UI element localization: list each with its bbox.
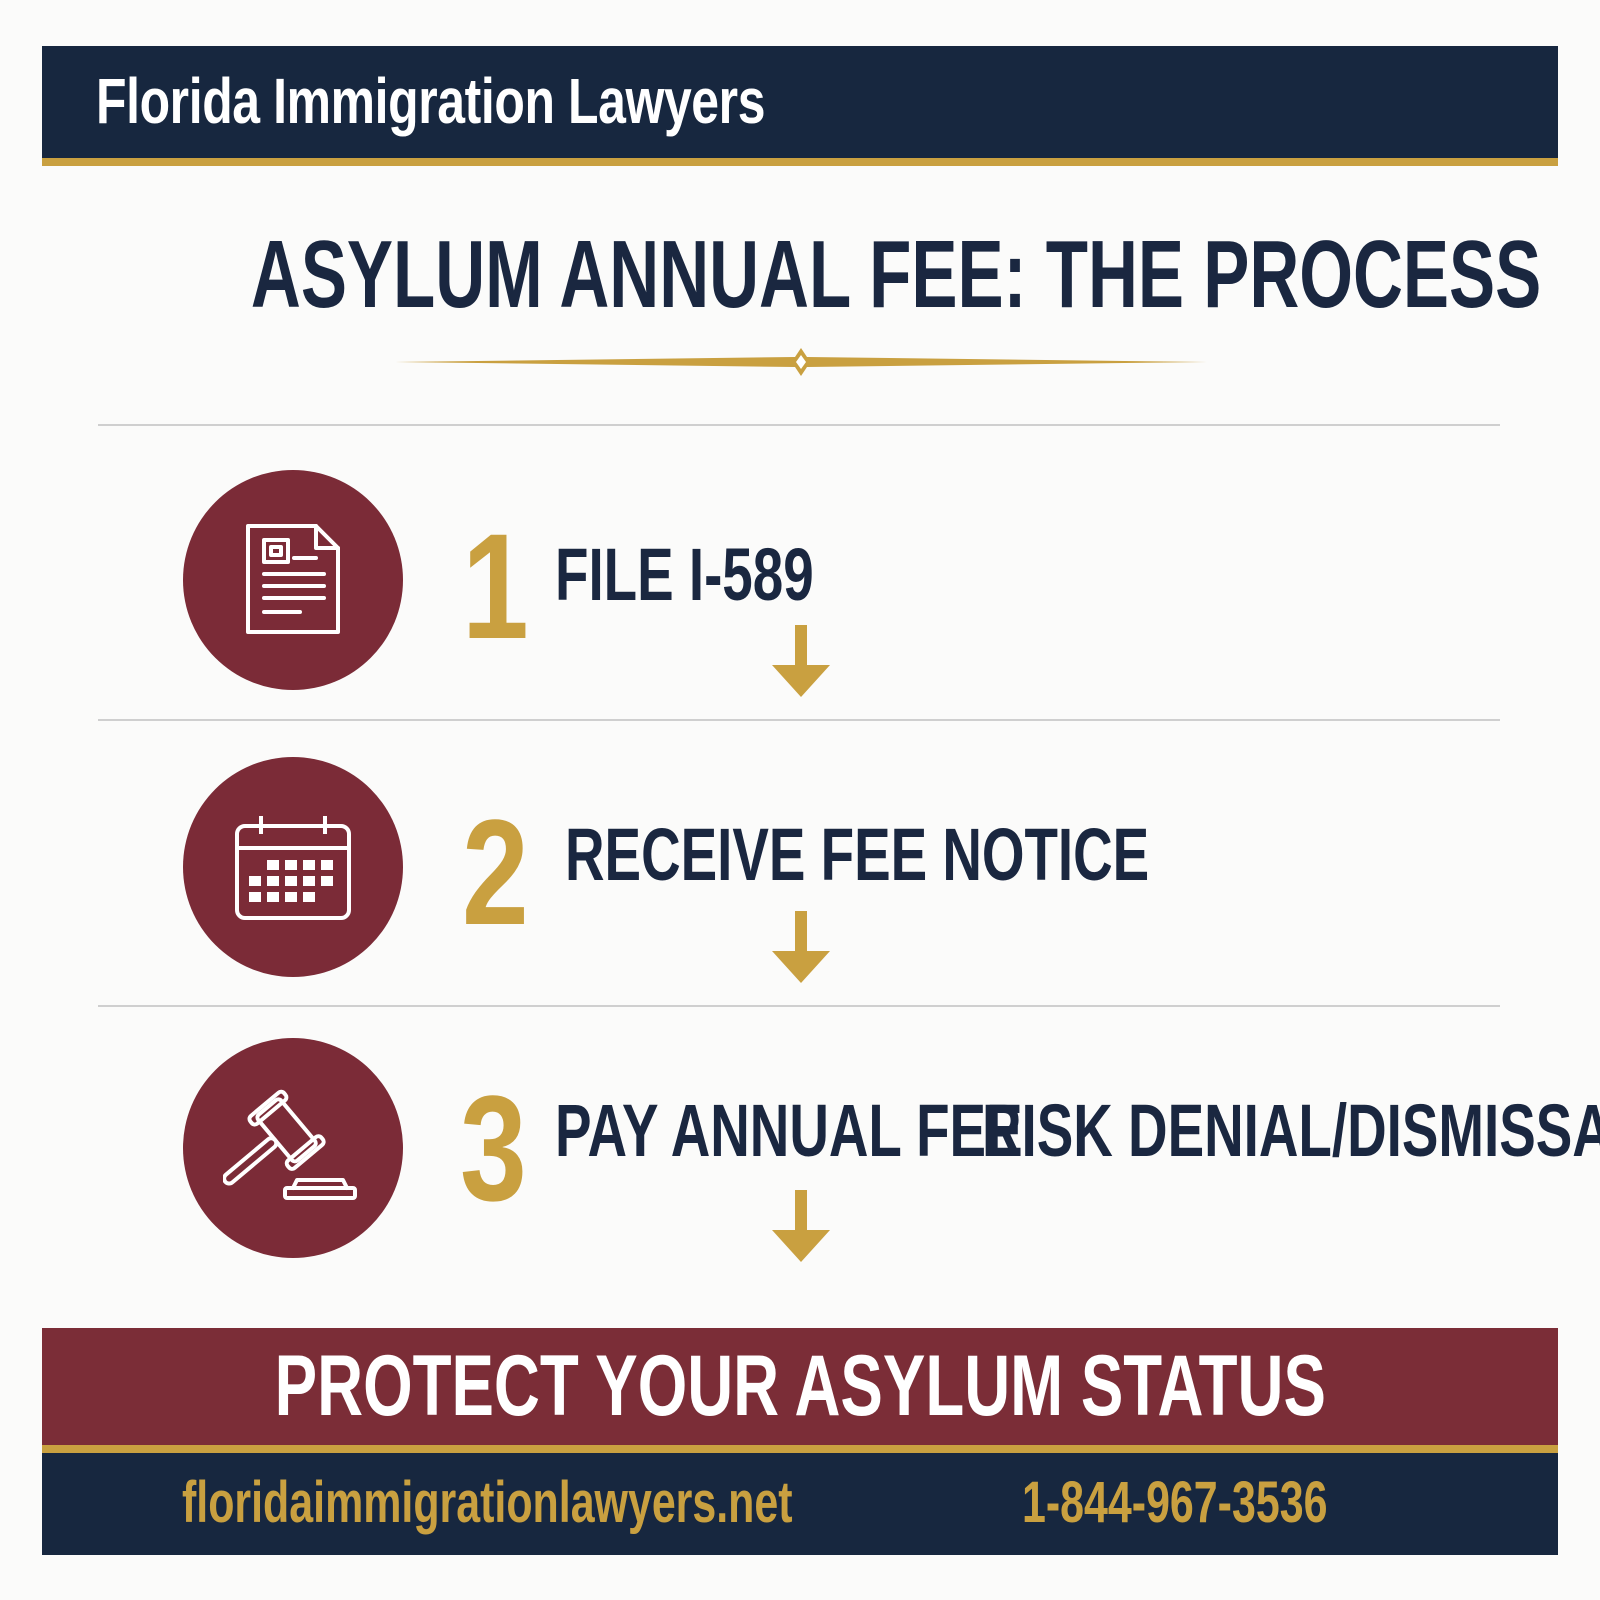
page-title: ASYLUM ANNUAL FEE: THE PROCESS — [250, 221, 1542, 328]
step-label: RECEIVE FEE NOTICE — [565, 813, 1150, 896]
divider — [98, 1005, 1500, 1007]
cta-text: PROTECT YOUR ASYLUM STATUS — [274, 1338, 1326, 1434]
step-label: PAY ANNUAL FEE — [555, 1089, 1023, 1172]
website-link[interactable]: floridaimmigrationlawyers.net — [182, 1470, 793, 1535]
phone-number[interactable]: 1-844-967-3536 — [1022, 1470, 1328, 1535]
gavel-icon — [183, 1038, 403, 1258]
cta-banner: PROTECT YOUR ASYLUM STATUS — [42, 1328, 1558, 1453]
arrow-down-icon — [772, 625, 830, 697]
step-number: 3 — [460, 1064, 527, 1232]
step-number: 1 — [462, 502, 529, 670]
gold-ornament-divider — [395, 348, 1207, 376]
footer-bar: floridaimmigrationlawyers.net 1-844-967-… — [42, 1453, 1558, 1555]
brand-name: Florida Immigration Lawyers — [96, 65, 766, 137]
header-bar: Florida Immigration Lawyers — [42, 46, 1558, 166]
step-outcome-label: RISK DENIAL/DISMISSAL — [982, 1089, 1600, 1172]
arrow-down-icon — [772, 1190, 830, 1262]
divider — [98, 424, 1500, 426]
divider — [98, 719, 1500, 721]
step-label: FILE I-589 — [555, 533, 814, 616]
arrow-down-icon — [772, 911, 830, 983]
page-title-wrap: ASYLUM ANNUAL FEE: THE PROCESS — [0, 220, 1600, 330]
document-icon — [183, 470, 403, 690]
step-number: 2 — [462, 788, 529, 956]
calendar-icon — [183, 757, 403, 977]
